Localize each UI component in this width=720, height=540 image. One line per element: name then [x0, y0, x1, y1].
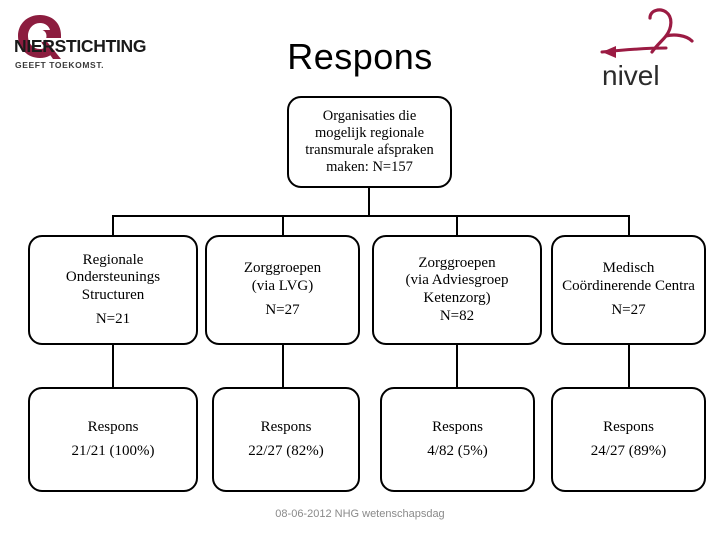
node-respons-mcc: Respons 24/27 (89%) — [551, 387, 706, 492]
node-respons-lvg: Respons 22/27 (82%) — [212, 387, 360, 492]
node-respons-lvg-value: 22/27 (82%) — [248, 442, 324, 459]
node-respons-ketenzorg-label: Respons — [432, 418, 483, 435]
nivel-mark-icon — [594, 8, 712, 74]
nivel-wordmark: nivel — [602, 60, 660, 91]
connector-col2-to-respons — [282, 345, 284, 387]
node-respons-ketenzorg-value: 4/82 (5%) — [427, 442, 488, 459]
node-root-line-1: Organisaties die — [322, 107, 417, 124]
connector-bus-to-col4 — [628, 215, 630, 236]
node-ros-line-2: Ondersteunings — [65, 269, 161, 286]
node-lvg-count: N=27 — [265, 301, 300, 318]
node-ros-line-3: Structuren — [81, 287, 145, 303]
nierstichting-mark-icon — [14, 12, 66, 62]
node-lvg-line-1: Zorggroepen — [243, 260, 322, 277]
node-zorggroepen-adviesgroep-ketenzorg: Zorggroepen (via Adviesgroep Ketenzorg) … — [372, 235, 542, 345]
node-root-line-4: maken: N=157 — [326, 159, 413, 176]
nierstichting-wordmark: NIERSTICHTING — [14, 36, 147, 56]
node-ros-line-1: Regionale — [82, 251, 144, 268]
slide-footer: 08-06-2012 NHG wetenschapsdag — [275, 508, 445, 520]
node-mcc-count: N=27 — [611, 301, 646, 318]
connector-root-down — [368, 188, 370, 216]
nierstichting-logo: NIERSTICHTING GEEFT TOEKOMST. — [14, 10, 174, 88]
node-root-organisations: Organisaties die mogelijk regionale tran… — [287, 96, 452, 188]
connector-col4-to-respons — [628, 345, 630, 387]
node-regionale-ondersteunings-structuren: Regionale Ondersteunings Structuren N=21 — [28, 235, 198, 345]
connector-bus-to-col3 — [456, 215, 458, 236]
node-ketenzorg-line-1: Zorggroepen — [418, 254, 496, 271]
node-medisch-coordinerende-centra: Medisch Coördinerende Centra N=27 — [551, 235, 706, 345]
node-ros-count: N=21 — [95, 310, 131, 327]
node-mcc-line-2: Coördinerende Centra — [562, 278, 695, 295]
node-respons-mcc-value: 24/27 (89%) — [590, 442, 667, 459]
connector-col1-to-respons — [112, 345, 114, 387]
node-respons-ketenzorg: Respons 4/82 (5%) — [380, 387, 535, 492]
connector-bus-to-col1 — [112, 215, 114, 236]
node-respons-mcc-label: Respons — [603, 418, 654, 435]
node-zorggroepen-lvg: Zorggroepen (via LVG) N=27 — [205, 235, 360, 345]
node-mcc-line-1: Medisch — [602, 260, 655, 277]
connector-col3-to-respons — [456, 345, 458, 387]
node-root-line-2: mogelijk regionale — [314, 124, 425, 141]
node-ketenzorg-count: N=82 — [439, 307, 475, 324]
node-lvg-line-2: (via LVG) — [251, 278, 314, 295]
connector-horizontal-bus — [112, 215, 629, 217]
node-respons-ros: Respons 21/21 (100%) — [28, 387, 198, 492]
connector-bus-to-col2 — [282, 215, 284, 236]
node-respons-ros-label: Respons — [87, 418, 139, 435]
nivel-logo: nivel — [594, 8, 712, 91]
page-title: Respons — [287, 36, 433, 77]
node-respons-ros-value: 21/21 (100%) — [71, 442, 155, 459]
node-ketenzorg-line-2: (via Adviesgroep — [405, 272, 509, 289]
node-ketenzorg-line-3: Ketenzorg) — [423, 290, 491, 306]
node-respons-lvg-label: Respons — [260, 418, 312, 435]
node-root-line-3: transmurale afspraken — [305, 142, 434, 158]
nierstichting-tagline: GEEFT TOEKOMST. — [15, 60, 105, 70]
